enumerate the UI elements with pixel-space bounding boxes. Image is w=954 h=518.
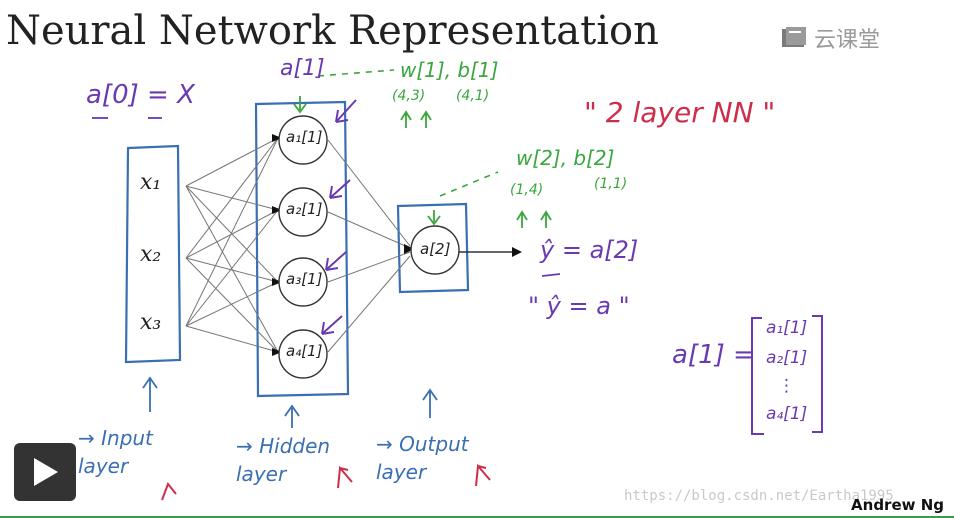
arrowheads — [272, 134, 414, 356]
w1-dim: (4,3) — [392, 88, 426, 104]
purple-underlines — [92, 117, 561, 277]
hidden-node-4 — [278, 329, 328, 379]
green-dashed-leaders — [317, 69, 499, 197]
hidden-node-2 — [278, 187, 328, 237]
bottom-border — [0, 516, 954, 518]
play-button[interactable] — [14, 443, 76, 501]
vector-brackets — [751, 315, 823, 435]
b1-dim: (4,1) — [456, 88, 490, 104]
output-layer-label: → Output layer — [376, 432, 469, 484]
a1-vector-label: a[1] = — [672, 340, 755, 370]
vector-entry-1: a₁[1] — [766, 318, 808, 338]
hidden-node-2-label: a₂[1] — [286, 200, 323, 218]
yhat-equals-a: " ŷ = a " — [528, 292, 630, 320]
logo: 云课堂 — [780, 22, 880, 54]
red-marks — [161, 463, 491, 501]
w2-b2-label: w[2], b[2] — [516, 146, 615, 170]
hidden-output-connections — [327, 139, 411, 353]
slide-title: Neural Network Representation — [6, 8, 659, 54]
book-icon — [782, 27, 806, 47]
hidden-node-4-label: a₄[1] — [286, 342, 323, 360]
green-small-arrows — [293, 96, 552, 228]
output-node-label: a[2] — [420, 240, 451, 258]
hidden-node-1 — [278, 115, 328, 165]
input-layer-label: → Input layer — [78, 426, 153, 478]
hidden-node-1-label: a₁[1] — [286, 128, 323, 146]
vector-entry-dots: ⋮ — [778, 376, 795, 396]
hidden-layer-box — [254, 100, 350, 398]
vector-entry-2: a₂[1] — [766, 348, 808, 368]
watermark: https://blog.csdn.net/Eartha1995 — [624, 488, 894, 504]
input-hidden-connections — [185, 137, 279, 353]
input-x2: x₂ — [140, 242, 162, 267]
output-node — [410, 225, 460, 275]
author-credit: Andrew Ng — [851, 496, 944, 514]
hidden-layer-label: → Hidden layer — [236, 434, 331, 486]
w1-b1-label: w[1], b[1] — [400, 58, 499, 82]
a0-equals-x: a[0] = X — [86, 80, 195, 110]
hidden-node-3-label: a₃[1] — [286, 270, 323, 288]
play-icon — [34, 458, 58, 486]
a1-top-label: a[1] — [280, 56, 325, 81]
purple-pointer-arrows — [321, 99, 357, 335]
layer-up-arrows — [142, 376, 438, 428]
input-layer-box — [124, 144, 182, 364]
yhat-equals-a2: ŷ = a[2] — [540, 236, 639, 264]
logo-text: 云课堂 — [814, 28, 881, 53]
input-x1: x₁ — [140, 170, 162, 195]
input-x3: x₃ — [140, 310, 162, 335]
w2-dim: (1,4) — [510, 182, 544, 198]
hidden-node-3 — [278, 257, 328, 307]
b2-dim: (1,1) — [594, 176, 628, 192]
vector-entry-4: a₄[1] — [766, 404, 808, 424]
two-layer-nn: " 2 layer NN " — [584, 96, 776, 129]
output-layer-box — [396, 202, 470, 294]
